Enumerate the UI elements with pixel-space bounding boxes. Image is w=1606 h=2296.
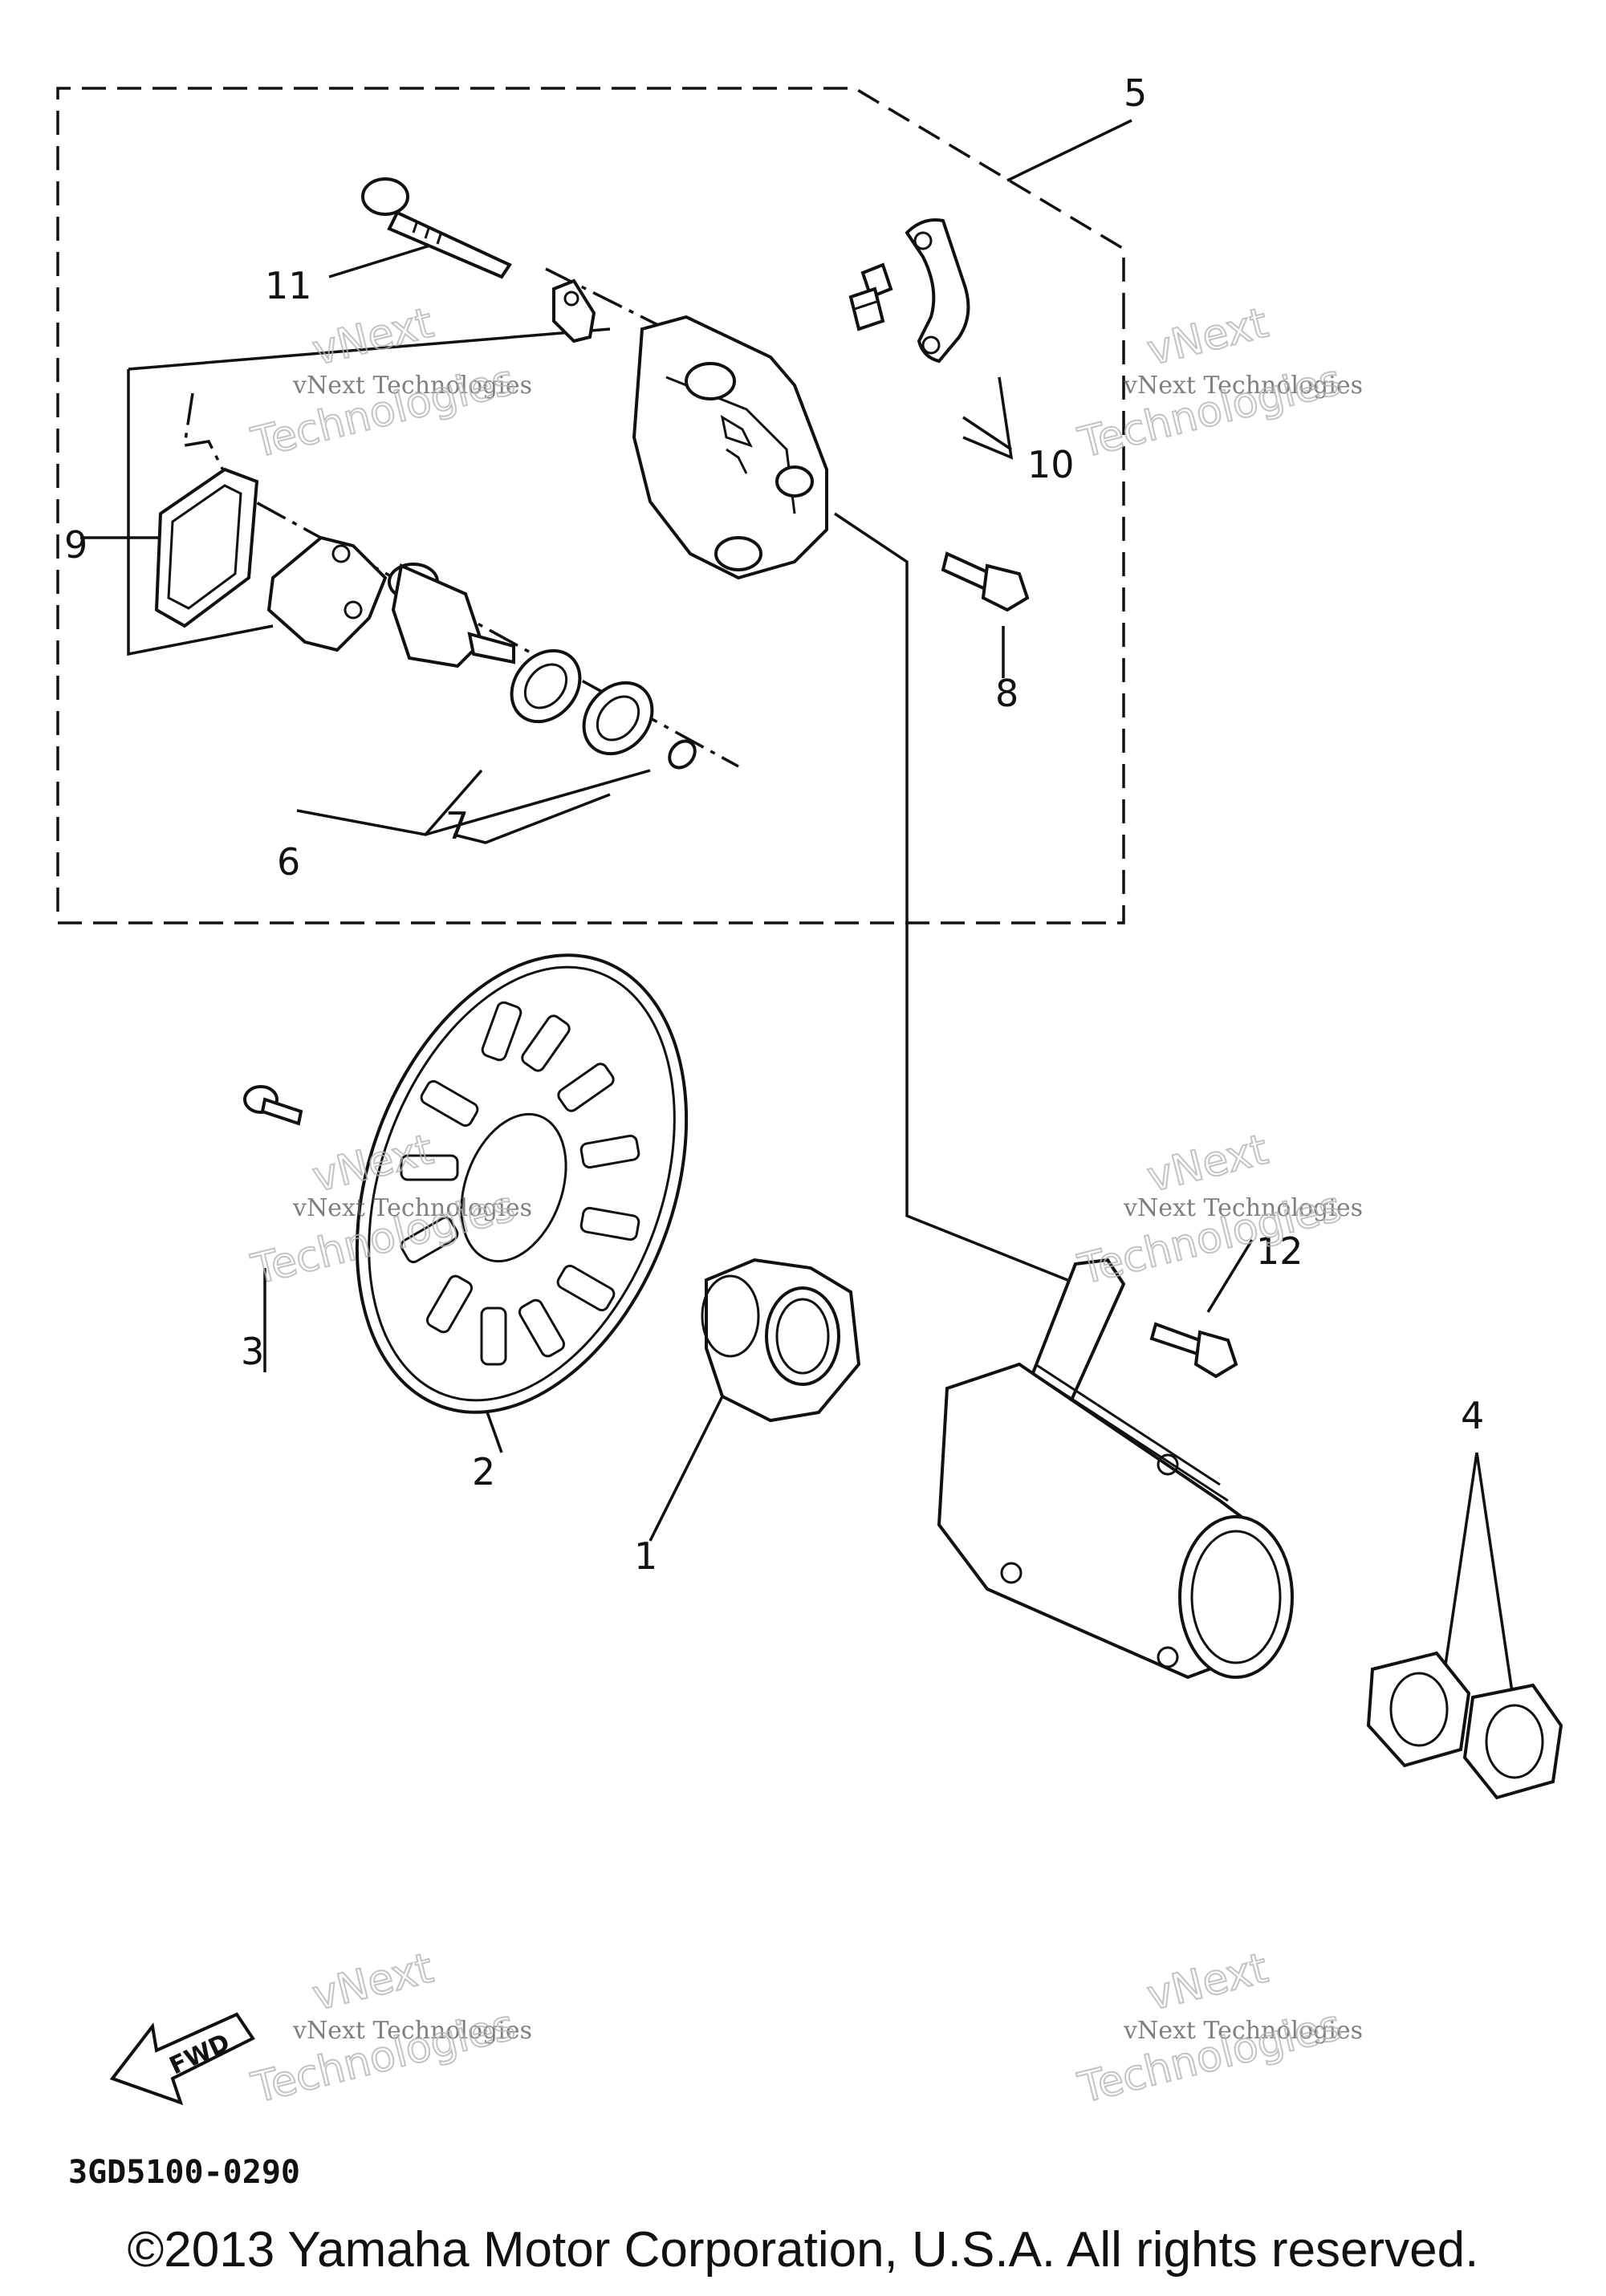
part-12-bolt [1149,1322,1238,1379]
diagram-code: 3GD5100-0290 [68,2154,300,2191]
callout-9: 9 [64,523,87,567]
callout-3: 3 [241,1330,264,1373]
svg-text:vNext: vNext [308,1944,438,2021]
part-8-bolt [941,551,1030,612]
part-3-disc-bolt [243,1085,303,1126]
svg-text:vNext Technologies: vNext Technologies [1123,372,1363,400]
part-9-brake-pads [154,467,388,652]
callout-10: 10 [1027,443,1075,486]
copyright-notice: ©2013 Yamaha Motor Corporation, U.S.A. A… [127,2222,1479,2278]
svg-text:vNext: vNext [1143,1126,1273,1202]
svg-text:vNext: vNext [308,299,438,376]
pad-clip [552,278,596,343]
svg-text:vNext Technologies: vNext Technologies [1123,1194,1363,1222]
part-6-piston [388,563,515,668]
callout-11: 11 [265,264,312,307]
drive-housing [937,1258,1294,1680]
svg-text:vNext Technologies: vNext Technologies [1123,2017,1363,2045]
part-11-pin-bolt [361,177,512,279]
watermark-5: vNext vNext Technologies Technologies [246,1944,532,2114]
watermark-1: vNext vNext Technologies Technologies [246,299,532,469]
svg-text:vNext Technologies: vNext Technologies [292,2017,532,2045]
fwd-arrow-icon: FWD [109,2012,255,2106]
svg-text:vNext Technologies: vNext Technologies [292,372,532,400]
callout-7: 7 [445,804,469,847]
bleed-screw [848,262,893,331]
caliper-body [632,315,828,580]
part-4-nuts [1366,1651,1563,1800]
part-1-hub [701,1258,861,1423]
svg-text:vNext Technologies: vNext Technologies [292,1194,532,1222]
callout-8: 8 [995,672,1018,715]
callout-4: 4 [1461,1394,1484,1437]
callout-6: 6 [277,840,300,884]
svg-text:vNext: vNext [1143,299,1273,376]
caliper-assembly-boundary [56,87,1125,924]
part-7-seals [510,648,697,770]
svg-text:vNext: vNext [1143,1944,1273,2021]
watermark-2: vNext vNext Technologies Technologies [1073,299,1363,469]
callout-2: 2 [472,1450,495,1493]
callout-labels: 5 11 10 9 8 7 6 3 2 1 12 4 [64,71,1484,1578]
part-2-brake-disc [355,953,689,1414]
callout-12: 12 [1256,1229,1303,1273]
leader-lines [80,119,1515,1698]
part-10-bracket [905,218,970,364]
watermark-4: vNext vNext Technologies Technologies [1073,1125,1363,1295]
watermark-6: vNext vNext Technologies Technologies [1073,1944,1363,2114]
callout-1: 1 [634,1534,657,1578]
callout-5: 5 [1124,71,1147,115]
